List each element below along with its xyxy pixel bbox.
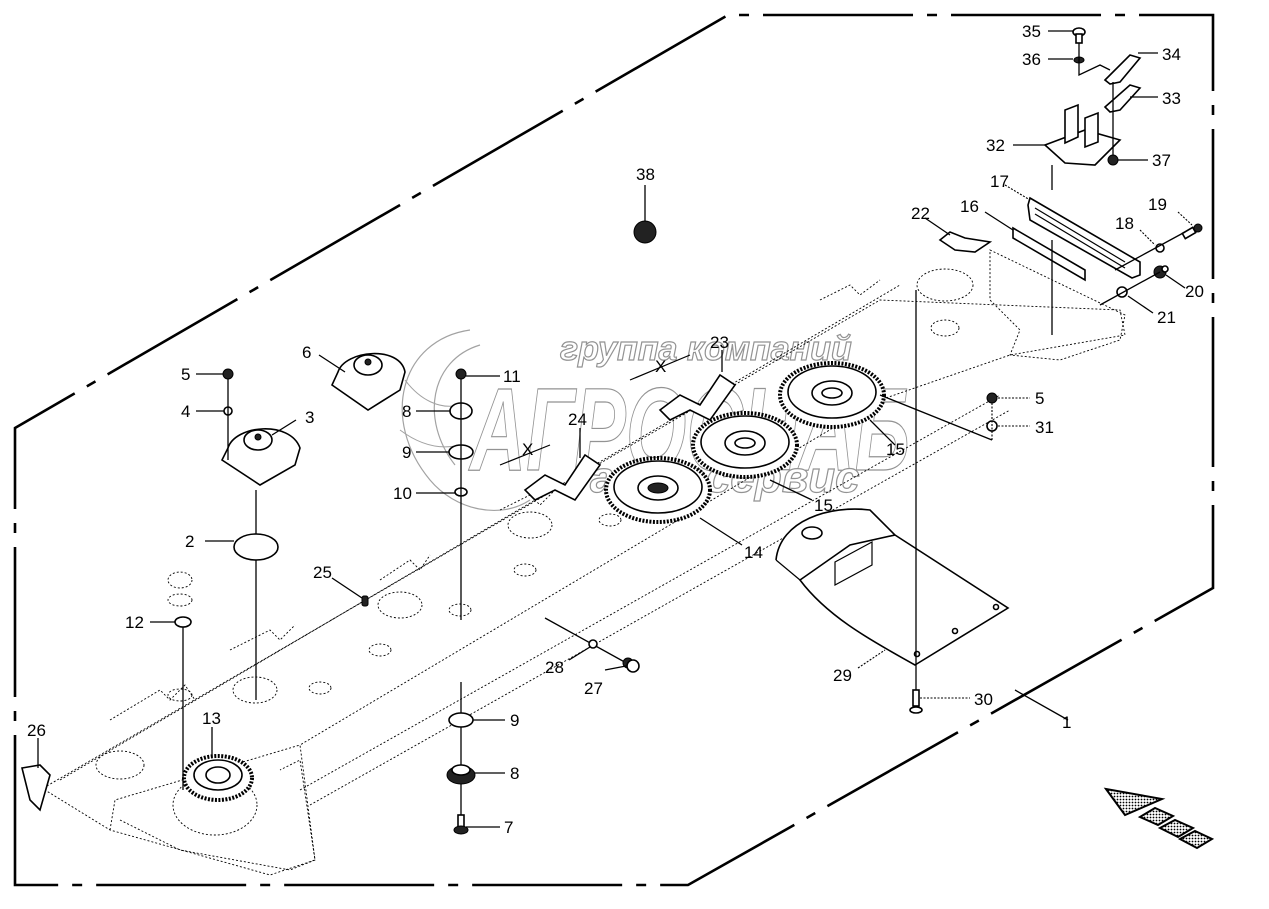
callout-27[interactable]: 27 bbox=[584, 679, 603, 698]
callout-13[interactable]: 13 bbox=[202, 709, 221, 728]
callout-1[interactable]: 1 bbox=[1062, 713, 1071, 732]
callout-5a[interactable]: 5 bbox=[181, 365, 190, 384]
part-nut-5-right[interactable] bbox=[986, 392, 998, 404]
part-nut-11[interactable] bbox=[455, 368, 467, 380]
callout-23[interactable]: 23 bbox=[710, 333, 729, 352]
callout-28[interactable]: 28 bbox=[545, 658, 564, 677]
callout-15b[interactable]: 15 bbox=[814, 496, 833, 515]
part-strap-33[interactable] bbox=[1103, 84, 1142, 113]
callout-34[interactable]: 34 bbox=[1162, 45, 1181, 64]
watermark-line1: группа компаний bbox=[560, 330, 852, 368]
callout-5b[interactable]: 5 bbox=[1035, 389, 1044, 408]
part-hub-3[interactable] bbox=[220, 428, 301, 486]
callout-22[interactable]: 22 bbox=[911, 204, 930, 223]
assembly-boundary bbox=[13, 13, 1215, 887]
part-bolt-7[interactable] bbox=[453, 814, 469, 835]
part-gear-14[interactable] bbox=[604, 456, 712, 524]
part-clip-23[interactable] bbox=[629, 354, 737, 422]
callout-8b[interactable]: 8 bbox=[510, 764, 519, 783]
callout-18[interactable]: 18 bbox=[1115, 214, 1134, 233]
callout-14[interactable]: 14 bbox=[744, 543, 763, 562]
part-bracket-17[interactable] bbox=[1027, 196, 1141, 279]
part-mount-bracket-32[interactable] bbox=[1043, 103, 1122, 166]
part-plug-27[interactable] bbox=[622, 657, 640, 673]
callout-9b[interactable]: 9 bbox=[510, 711, 519, 730]
callout-25[interactable]: 25 bbox=[313, 563, 332, 582]
part-o-ring[interactable] bbox=[233, 533, 279, 561]
callout-8a[interactable]: 8 bbox=[402, 402, 411, 421]
x-mark-2: X bbox=[522, 440, 533, 459]
callout-21[interactable]: 21 bbox=[1157, 308, 1176, 327]
callout-4[interactable]: 4 bbox=[181, 402, 190, 421]
callout-6[interactable]: 6 bbox=[302, 343, 311, 362]
callout-3[interactable]: 3 bbox=[305, 408, 314, 427]
leader-lines bbox=[37, 30, 1193, 828]
callout-24[interactable]: 24 bbox=[568, 410, 587, 429]
part-clip-22[interactable] bbox=[938, 231, 993, 253]
part-clip-24[interactable] bbox=[499, 444, 602, 502]
part-gear-15-upper[interactable] bbox=[778, 361, 886, 429]
callout-35[interactable]: 35 bbox=[1022, 22, 1041, 41]
part-nipple-20[interactable] bbox=[1153, 265, 1169, 279]
part-hub-6[interactable] bbox=[330, 352, 406, 411]
part-strap-34[interactable] bbox=[1103, 54, 1142, 85]
part-seal-12[interactable] bbox=[174, 616, 192, 628]
part-o-ring-9-lower[interactable] bbox=[448, 712, 474, 728]
part-guide-26[interactable] bbox=[21, 764, 51, 812]
callout-33[interactable]: 33 bbox=[1162, 89, 1181, 108]
callout-37[interactable]: 37 bbox=[1152, 151, 1171, 170]
callout-labels: 1 2 3 4 5 5 6 7 8 8 9 9 10 11 12 13 14 1… bbox=[27, 22, 1204, 837]
callout-17[interactable]: 17 bbox=[990, 172, 1009, 191]
part-washer-28[interactable] bbox=[588, 639, 598, 649]
part-gear-15-lower[interactable] bbox=[691, 411, 799, 479]
callout-26[interactable]: 26 bbox=[27, 721, 46, 740]
callout-38[interactable]: 38 bbox=[636, 165, 655, 184]
callout-12[interactable]: 12 bbox=[125, 613, 144, 632]
part-nut-37[interactable] bbox=[1107, 154, 1119, 166]
callout-10[interactable]: 10 bbox=[393, 484, 412, 503]
callout-36[interactable]: 36 bbox=[1022, 50, 1041, 69]
part-nut-5[interactable] bbox=[222, 368, 234, 380]
part-screw-30[interactable] bbox=[909, 689, 923, 714]
callout-15a[interactable]: 15 bbox=[886, 440, 905, 459]
callout-20[interactable]: 20 bbox=[1185, 282, 1204, 301]
callout-16[interactable]: 16 bbox=[960, 197, 979, 216]
part-bolt-19[interactable] bbox=[1181, 223, 1203, 240]
callout-9a[interactable]: 9 bbox=[402, 443, 411, 462]
callout-19[interactable]: 19 bbox=[1148, 195, 1167, 214]
part-cover-29[interactable] bbox=[775, 508, 1010, 666]
direction-arrow-icon bbox=[1103, 787, 1215, 850]
callout-2[interactable]: 2 bbox=[185, 532, 194, 551]
x-mark-1: X bbox=[655, 357, 666, 376]
part-wear-strip-16[interactable] bbox=[1012, 226, 1086, 282]
part-bearing-cup-8-lower[interactable] bbox=[446, 764, 476, 785]
callout-30[interactable]: 30 bbox=[974, 690, 993, 709]
part-bolt-35[interactable] bbox=[1072, 27, 1086, 44]
part-pin-25[interactable] bbox=[361, 595, 369, 607]
callout-31[interactable]: 31 bbox=[1035, 418, 1054, 437]
cutterbar-body bbox=[38, 249, 1126, 876]
callout-11[interactable]: 11 bbox=[503, 367, 521, 386]
part-38[interactable] bbox=[633, 220, 657, 244]
hub-rings bbox=[95, 268, 974, 780]
part-gear-13[interactable] bbox=[182, 754, 254, 802]
callout-29[interactable]: 29 bbox=[833, 666, 852, 685]
callout-32[interactable]: 32 bbox=[986, 136, 1005, 155]
callout-7[interactable]: 7 bbox=[504, 818, 513, 837]
